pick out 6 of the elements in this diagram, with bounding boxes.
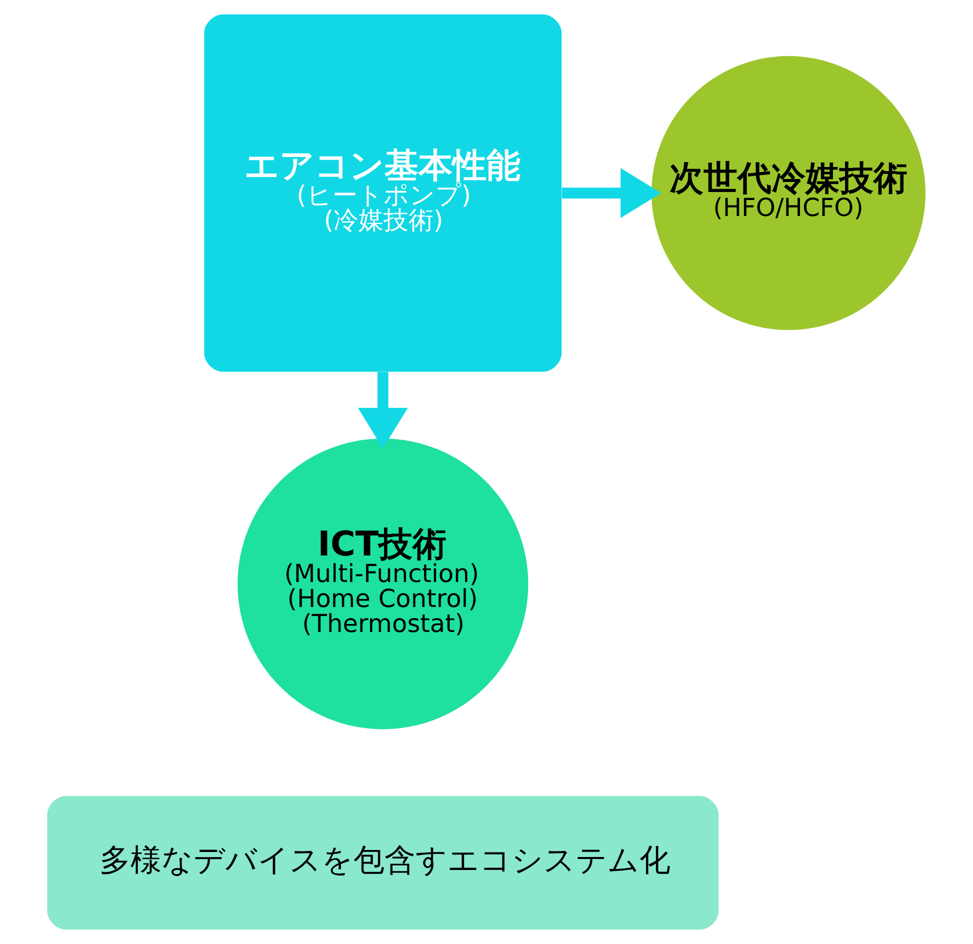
- node-box: エアコン基本性能 (ヒートポンプ) (冷媒技術): [204, 14, 562, 372]
- node-circle: ICT技術 (Multi-Function) (Home Control) (Thermostat): [238, 438, 528, 730]
- node-circle: 次世代冷媒技術 (HFO/HCFO): [652, 56, 926, 330]
- arrow: [358, 372, 408, 449]
- node-box: 多様なデバイスを包含すエコシステム化: [47, 796, 719, 930]
- arrow: [562, 168, 662, 218]
